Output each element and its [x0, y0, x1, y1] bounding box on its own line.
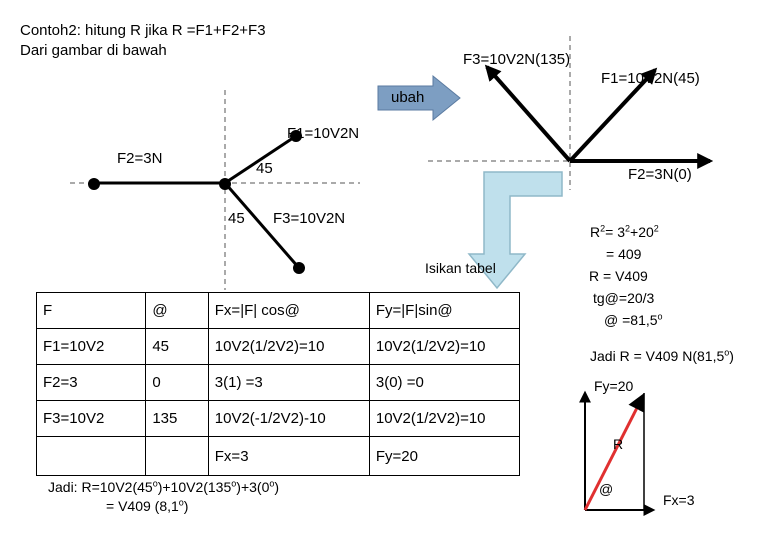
triangle-fx-label: Fx=3: [663, 492, 695, 508]
f1-endpoint: [290, 130, 302, 142]
table-cell: 3(1) =3: [207, 364, 370, 401]
table-cell: 0: [145, 364, 209, 401]
triangle-r-label: R: [613, 436, 624, 452]
right-vectors: [484, 64, 714, 169]
table-cell: F2=3: [35, 364, 147, 401]
f2-endpoint: [88, 178, 100, 190]
table-cell: 10V2(-1/2V2)-10: [207, 400, 370, 437]
calc-line-4: tg@=20/3: [593, 290, 655, 306]
f3-endpoint: [293, 262, 305, 274]
calc-line-5: @ =81,5o: [604, 311, 663, 328]
table-cell: 45: [145, 328, 209, 365]
table-header-cell: F: [35, 292, 147, 329]
table-row: F1=10V2 45 10V2(1/2V2)=10 10V2(1/2V2)=10: [35, 328, 521, 365]
table-cell: [145, 436, 209, 476]
ubah-arrow: [377, 74, 461, 122]
table-row: F2=3 0 3(1) =3 3(0) =0: [35, 364, 521, 401]
isikan-arrow: [467, 171, 563, 290]
resultant-line: [583, 392, 645, 511]
left-f1-label: F1=10V2N: [287, 125, 360, 142]
table-cell: 10V2(1/2V2)=10: [368, 328, 521, 365]
table-header-cell: @: [145, 292, 209, 329]
right-f1-label: F1=10V2N(45): [601, 70, 700, 87]
right-f2-label: F2=3N(0): [628, 166, 692, 183]
left-angle-upper: 45: [256, 160, 273, 177]
table-totals-row: Fx=3 Fy=20: [35, 436, 521, 476]
triangle-fy-label: Fy=20: [594, 378, 634, 394]
calc-line-2: = 409: [606, 246, 642, 262]
problem-subtitle: Dari gambar di bawah: [20, 42, 167, 59]
triangle-angle-label: @: [599, 481, 614, 497]
table-header-cell: Fx=|F| cos@: [207, 292, 370, 329]
table-cell: 10V2(1/2V2)=10: [207, 328, 370, 365]
table-row: F3=10V2 135 10V2(-1/2V2)-10 10V2(1/2V2)=…: [35, 400, 521, 437]
table-cell: [35, 436, 147, 476]
ubah-label: ubah: [391, 89, 425, 106]
calc-r-squared: R2= 32+202: [590, 223, 659, 240]
table-cell: F1=10V2: [35, 328, 147, 365]
table-total-fx: Fx=3: [207, 436, 370, 476]
conclusion-line-2: = V409 (8,1o): [106, 497, 189, 514]
right-f3-label: F3=10V2N(135): [463, 51, 571, 68]
final-result: Jadi R = V409 N(81,5o): [590, 347, 734, 364]
problem-title: Contoh2: hitung R jika R =F1+F2+F3: [20, 22, 266, 39]
table-total-fy: Fy=20: [368, 436, 521, 476]
isikan-label: Isikan tabel: [425, 260, 496, 276]
table-header-row: F @ Fx=|F| cos@ Fy=|F|sin@: [35, 292, 521, 329]
force-components-table: F @ Fx=|F| cos@ Fy=|F|sin@ F1=10V2 45 10…: [35, 292, 521, 476]
table-cell: 135: [145, 400, 209, 437]
conclusion-line-1: Jadi: R=10V2(45o)+10V2(135o)+3(0o): [48, 478, 280, 495]
calc-line-3: R = V409: [589, 268, 648, 284]
left-f2-label: F2=3N: [117, 150, 163, 167]
table-header-cell: Fy=|F|sin@: [368, 292, 521, 329]
left-f3-label: F3=10V2N: [273, 210, 346, 227]
table-cell: F3=10V2: [35, 400, 147, 437]
component-triangle: [579, 390, 656, 516]
table-cell: 3(0) =0: [368, 364, 521, 401]
left-vectors: [88, 130, 305, 274]
left-angle-lower: 45: [228, 210, 245, 227]
table-cell: 10V2(1/2V2)=10: [368, 400, 521, 437]
origin-point: [219, 178, 231, 190]
left-axes: [70, 90, 360, 290]
